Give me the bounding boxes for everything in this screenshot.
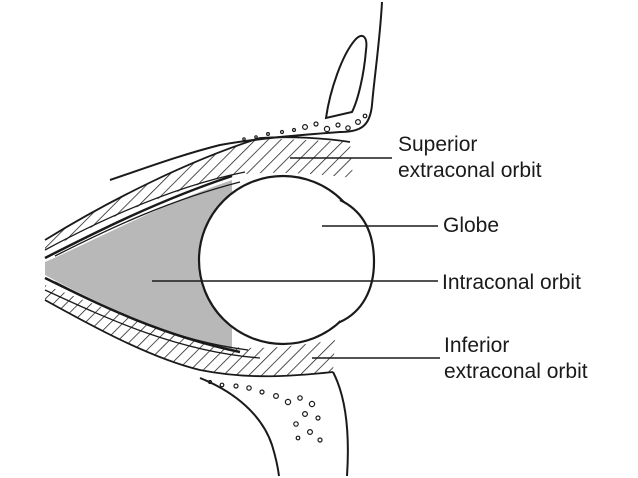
superior-extraconal-label-line2: extraconal orbit — [398, 159, 542, 182]
globe-label: Globe — [443, 213, 499, 239]
superior-bone-texture — [242, 113, 368, 141]
globe-label-text: Globe — [443, 214, 500, 237]
inferior-extraconal-region — [45, 285, 335, 377]
superior-extraconal-region — [45, 138, 353, 252]
inferior-extraconal-label-line2: extraconal orbit — [444, 360, 588, 383]
intraconal-cone — [45, 180, 232, 350]
inferior-extraconal-label: Inferior extraconal orbit — [444, 333, 588, 385]
intraconal-label: Intraconal orbit — [442, 270, 581, 296]
globe — [197, 174, 376, 346]
inferior-bone — [199, 371, 349, 477]
leader-lines — [152, 157, 440, 359]
orbit-walls — [44, 136, 351, 378]
superior-bone — [109, 1, 383, 181]
superior-extraconal-label-line1: Superior — [398, 133, 478, 156]
extraocular-muscles — [44, 171, 261, 359]
inferior-extraconal-label-line1: Inferior — [444, 334, 510, 357]
intraconal-label-text: Intraconal orbit — [442, 271, 581, 294]
superior-extraconal-label: Superior extraconal orbit — [398, 132, 542, 184]
inferior-bone-texture — [207, 379, 323, 443]
